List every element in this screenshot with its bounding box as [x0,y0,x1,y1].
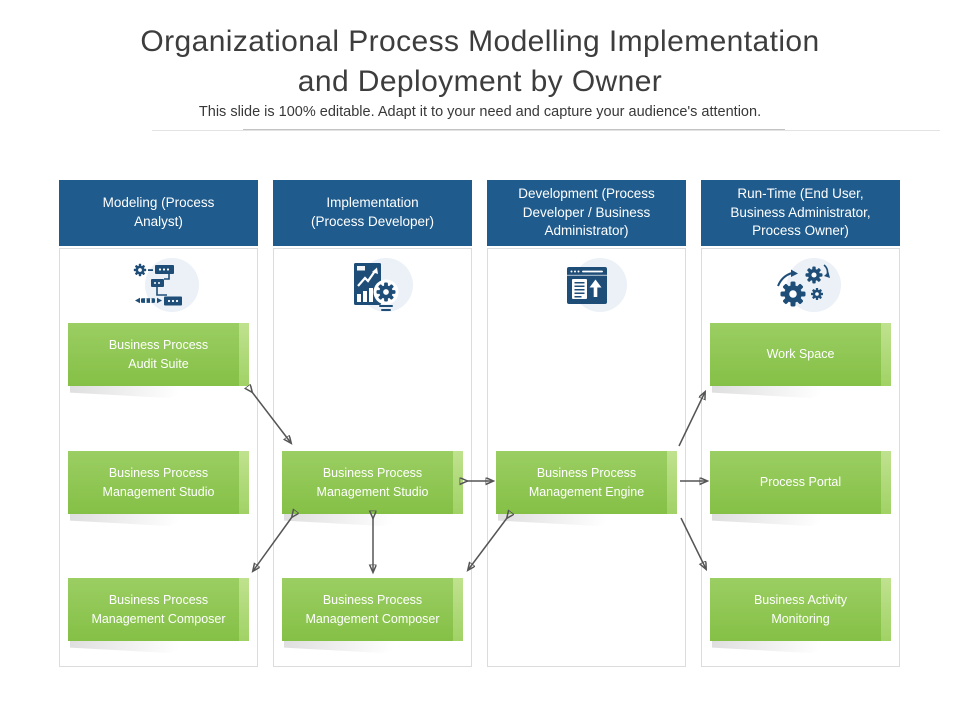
process-flowchart-gear-icon [60,253,257,319]
box-implementation-management-studio: Business Process Management Studio [282,451,463,514]
column-body-implementation: Business Process Management Studio Busin… [273,248,472,667]
column-header-runtime: Run-Time (End User, Business Administrat… [701,180,900,246]
column-header-development: Development (Process Developer / Busines… [487,180,686,246]
column-runtime: Run-Time (End User, Business Administrat… [701,180,900,667]
box-label: Work Space [766,347,835,362]
column-header-label: Run-Time (End User, Business Administrat… [730,185,871,239]
column-body-runtime: Work Space Process Portal Business Activ… [701,248,900,667]
column-development: Development (Process Developer / Busines… [487,180,686,667]
slide-title: Organizational Process Modelling Impleme… [140,25,820,98]
box-work-space: Work Space [710,323,891,386]
column-modeling: Modeling (Process Analyst) [59,180,258,667]
box-label: Business Process Management Studio [316,466,429,499]
title-divider [152,130,940,131]
box-label: Business Process Management Composer [91,593,226,626]
column-implementation: Implementation (Process Developer) [273,180,472,667]
column-header-label: Implementation (Process Developer) [310,195,435,229]
box-modeling-management-studio: Business Process Management Studio [68,451,249,514]
box-label: Business Process Management Composer [305,593,440,626]
title-divider-accent [243,129,785,130]
box-business-process-audit-suite: Business Process Audit Suite [68,323,249,386]
browser-document-upload-icon [488,253,685,319]
column-body-development: Business Process Management Engine [487,248,686,667]
box-business-activity-monitoring: Business Activity Monitoring [710,578,891,641]
box-process-portal: Process Portal [710,451,891,514]
report-chart-gear-icon [274,253,471,319]
box-label: Business Activity Monitoring [753,593,848,626]
gears-automation-icon [702,253,899,319]
column-header-modeling: Modeling (Process Analyst) [59,180,258,246]
box-label: Business Process Management Studio [102,466,215,499]
column-header-label: Development (Process Developer / Busines… [518,185,655,239]
box-modeling-management-composer: Business Process Management Composer [68,578,249,641]
box-business-process-management-engine: Business Process Management Engine [496,451,677,514]
box-implementation-management-composer: Business Process Management Composer [282,578,463,641]
column-header-implementation: Implementation (Process Developer) [273,180,472,246]
slide-subtitle: This slide is 100% editable. Adapt it to… [198,104,762,120]
box-label: Process Portal [759,475,842,490]
column-body-modeling: Business Process Audit Suite Business Pr… [59,248,258,667]
box-label: Business Process Management Engine [528,466,645,499]
column-header-label: Modeling (Process Analyst) [102,195,215,229]
box-label: Business Process Audit Suite [108,338,209,371]
lane-columns: Modeling (Process Analyst) [59,180,900,667]
